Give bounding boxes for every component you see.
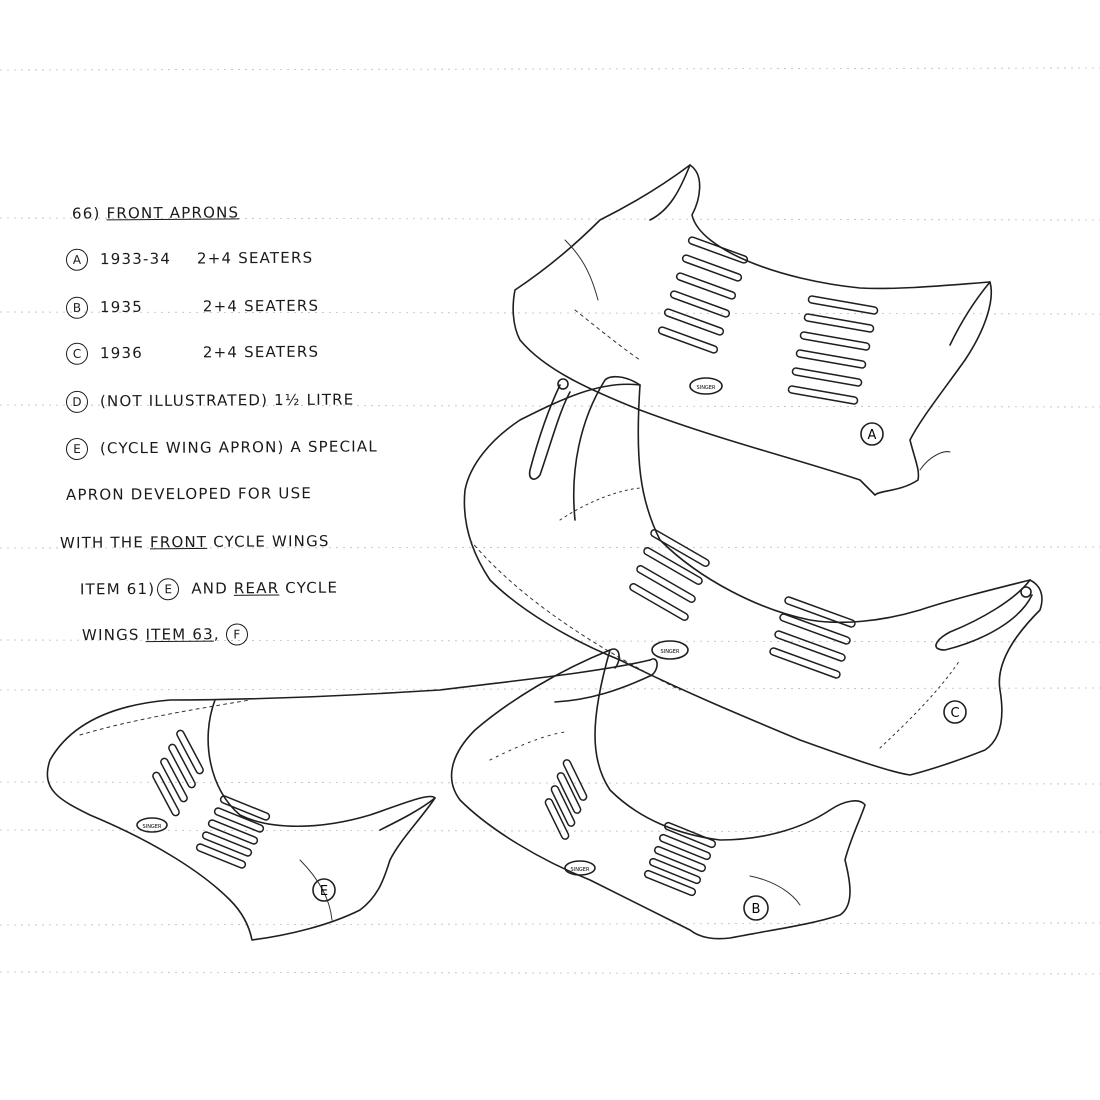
apron-a-badge: SINGER bbox=[689, 377, 723, 395]
louvre-slot bbox=[562, 759, 588, 801]
louvre-slot bbox=[779, 613, 851, 645]
louvre-slot bbox=[663, 308, 725, 336]
label-b-text: B bbox=[752, 902, 761, 917]
apron-b-badge: SINGER bbox=[564, 860, 596, 876]
apron-a-sketch bbox=[512, 164, 993, 496]
apron-b-sketch bbox=[450, 648, 866, 940]
louvre-slot bbox=[803, 313, 875, 333]
louvre-slot bbox=[653, 845, 707, 873]
louvre-slot bbox=[544, 798, 570, 840]
apron-a-louvres bbox=[657, 236, 879, 405]
louvre-slot bbox=[795, 349, 867, 369]
louvre-slot bbox=[650, 529, 710, 567]
louvre-slot bbox=[643, 547, 703, 585]
louvre-slot bbox=[675, 272, 737, 300]
label-c-text: C bbox=[950, 706, 959, 721]
louvre-slot bbox=[791, 367, 863, 387]
louvre-slot bbox=[176, 729, 204, 775]
louvre-slot bbox=[774, 630, 846, 662]
louvre-slot bbox=[556, 772, 582, 814]
apron-c-badge-text: SINGER bbox=[661, 649, 680, 655]
louvre-slot bbox=[160, 757, 188, 803]
louvre-slot bbox=[657, 326, 719, 354]
label-a-text: A bbox=[868, 428, 877, 443]
louvre-slot bbox=[643, 869, 697, 897]
louvre-slot bbox=[799, 331, 871, 351]
apron-e-badge-text: SINGER bbox=[143, 824, 162, 830]
apron-b-badge-text: SINGER bbox=[571, 867, 590, 873]
louvre-slot bbox=[663, 821, 717, 849]
label-e-text: E bbox=[320, 884, 328, 899]
louvre-slot bbox=[550, 785, 576, 827]
apron-e-sketch bbox=[46, 658, 658, 941]
louvre-slot bbox=[195, 843, 247, 869]
label-e: E bbox=[312, 878, 336, 902]
louvre-slot bbox=[807, 295, 879, 315]
louvre-slot bbox=[784, 596, 856, 628]
apron-c-sketch bbox=[463, 375, 1043, 776]
louvre-slot bbox=[769, 647, 841, 679]
label-b: B bbox=[743, 895, 769, 921]
louvre-slot bbox=[687, 236, 749, 264]
apron-c-badge: SINGER bbox=[651, 640, 689, 660]
louvre-slot bbox=[207, 819, 259, 845]
louvre-slot bbox=[658, 833, 712, 861]
louvre-slot bbox=[636, 565, 696, 603]
louvre-slot bbox=[152, 771, 180, 817]
apron-a-badge-text: SINGER bbox=[697, 385, 716, 391]
apron-e-badge: SINGER bbox=[136, 817, 168, 833]
apron-e-louvres bbox=[152, 729, 271, 869]
apron-b-louvres bbox=[544, 759, 717, 897]
louvre-slot bbox=[648, 857, 702, 885]
louvre-slot bbox=[213, 807, 265, 833]
louvre-slot bbox=[669, 290, 731, 318]
louvre-slot bbox=[629, 583, 689, 621]
louvre-slot bbox=[201, 831, 253, 857]
louvre-slot bbox=[219, 795, 271, 821]
label-a: A bbox=[860, 422, 884, 446]
apron-c-louvres bbox=[629, 529, 856, 679]
louvre-slot bbox=[681, 254, 743, 282]
louvre-slot bbox=[787, 385, 859, 405]
label-c: C bbox=[943, 700, 967, 724]
louvre-slot bbox=[168, 743, 196, 789]
